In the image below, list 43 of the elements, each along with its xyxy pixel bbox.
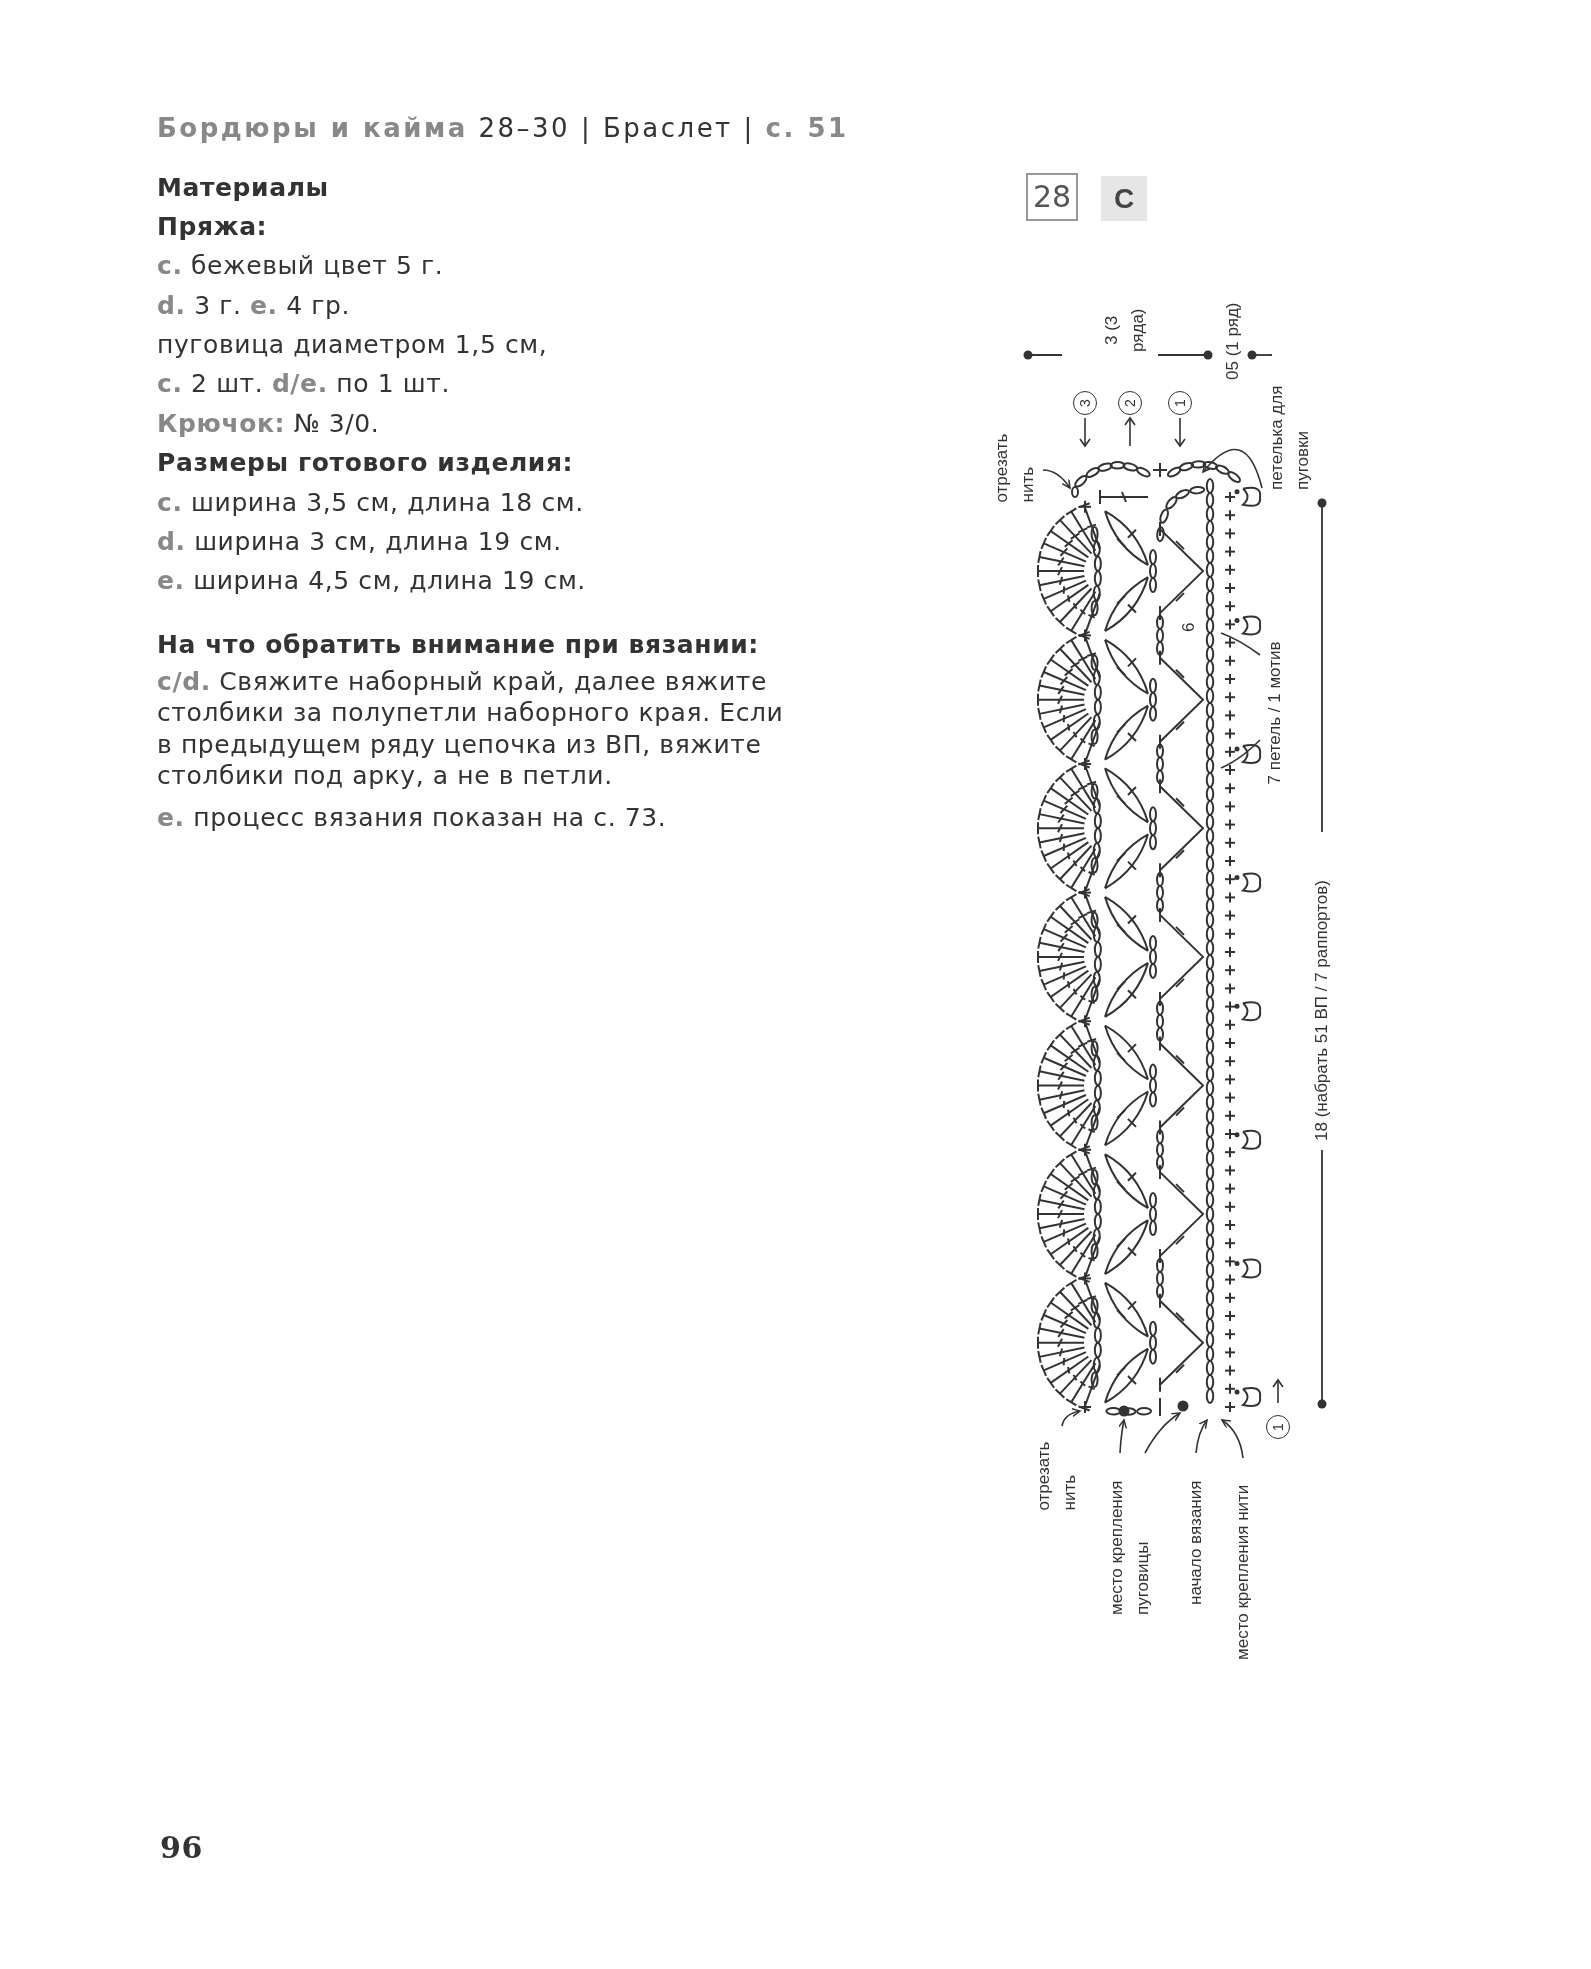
variant-tag: C <box>1101 176 1147 221</box>
leader-line <box>1221 1419 1244 1459</box>
materials-line: d. 3 г. e. 4 гр. <box>157 290 351 322</box>
callout-label: петелька для пуговки <box>1264 360 1316 490</box>
dimension-label: 05 (1 ряд) <box>1222 301 1243 380</box>
row-number: 2 <box>1118 391 1142 415</box>
callout-label: 7 петель / 1 мотив <box>1262 609 1288 785</box>
chart-number: 28 <box>1026 173 1078 221</box>
subheading: Размеры готового изделия: <box>157 447 574 479</box>
leader-line <box>1202 448 1263 489</box>
callout-label: место крепления пуговицы <box>1104 1455 1156 1615</box>
leader-line <box>1061 1408 1081 1427</box>
callout-label: отрезать нить <box>989 407 1041 503</box>
dimension-label: 3 (3 ряда) <box>1101 307 1148 354</box>
leader-line <box>1042 469 1071 489</box>
leader-line <box>1220 739 1261 769</box>
subheading: Пряжа: <box>157 211 268 243</box>
materials-line: c. бежевый цвет 5 г. <box>157 250 444 282</box>
materials-line: Крючок: № 3/0. <box>157 408 380 440</box>
size-line: e. ширина 4,5 см, длина 19 см. <box>157 565 586 597</box>
instruction-text: e. процесс вязания показан на с. 73. <box>157 802 667 834</box>
row-number: 1 <box>1266 1415 1290 1439</box>
stitch-count: 6 <box>1178 621 1199 632</box>
dimension-label: 18 (набрать 51 ВП / 7 раппортов) <box>1311 879 1332 1141</box>
crochet-chart-drawing <box>1037 460 1262 1417</box>
size-line: d. ширина 3 см, длина 19 см. <box>157 526 562 558</box>
section-heading: Материалы <box>157 172 329 204</box>
row-number: 3 <box>1073 391 1097 415</box>
leader-line <box>1144 1412 1181 1454</box>
materials-line: пуговица диаметром 1,5 см, <box>157 329 548 361</box>
row-number: 1 <box>1168 391 1192 415</box>
leader-line <box>1195 1419 1208 1454</box>
leader-line <box>1117 1419 1128 1454</box>
page-header: Бордюры и кайма 28–30 | Браслет | с. 51 <box>157 112 849 146</box>
callout-label: отрезать нить <box>1031 1425 1083 1511</box>
size-line: c. ширина 3,5 см, длина 18 см. <box>157 487 584 519</box>
leader-line <box>1220 632 1261 656</box>
section-heading: На что обратить внимание при вязании: <box>157 629 759 661</box>
callout-label: место крепления нити <box>1230 1460 1256 1660</box>
callout-label: начало вязания <box>1183 1455 1209 1605</box>
page-number: 96 <box>160 1830 203 1866</box>
materials-line: c. 2 шт. d/e. по 1 шт. <box>157 368 450 400</box>
instruction-text: c/d. Свяжите наборный край, далее вяжите столбики за полупетли наборного края. Если в предыдущем ряду цепочка из ВП, вяжите столбики под арку, а не в петли. <box>157 666 785 792</box>
